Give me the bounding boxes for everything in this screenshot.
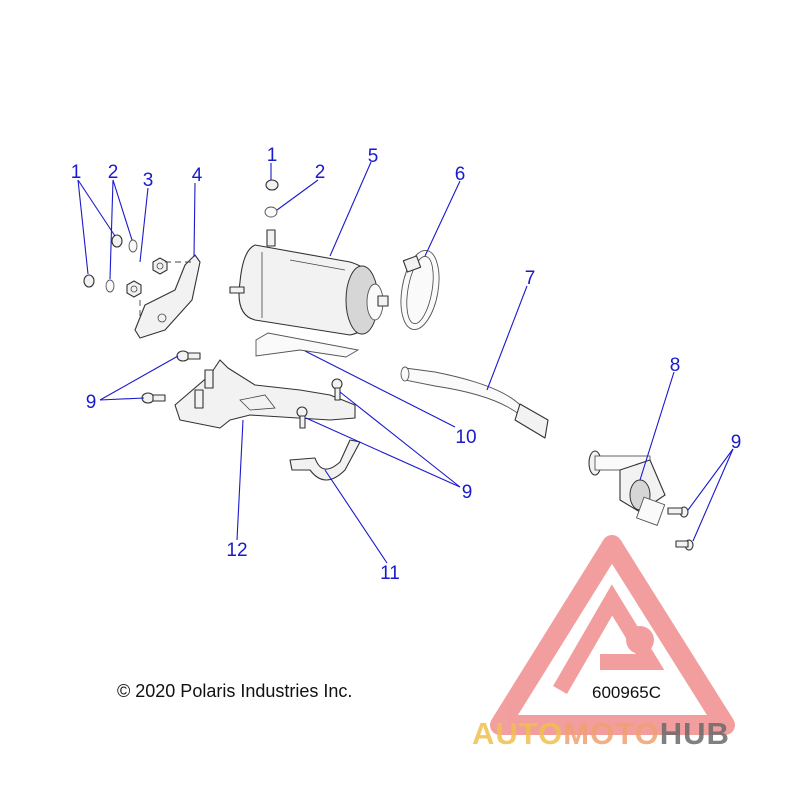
hose-clamp-part-6 (400, 250, 440, 330)
callout-4: 4 (192, 165, 203, 186)
bolt-part-9-right (667, 506, 694, 551)
starter-drive-part-8 (588, 450, 666, 526)
callout-1-left: 1 (71, 162, 82, 183)
leader-lines (77, 161, 734, 564)
bracket-part-4 (134, 254, 201, 339)
callout-labels: 1 2 3 4 1 2 5 6 7 8 9 9 9 10 11 12 (71, 145, 742, 584)
diagram-part-number: 600965C (592, 683, 662, 702)
washer-part-2-left (105, 239, 138, 293)
callout-12: 12 (226, 540, 247, 561)
callout-11: 11 (380, 563, 400, 584)
bolt-part-1-left (83, 234, 123, 288)
callout-3: 3 (143, 170, 154, 191)
mount-bracket-part-12 (174, 359, 356, 429)
watermark-wordmark: AUTOMOTOHUB (472, 716, 730, 752)
watermark-logo (490, 535, 735, 735)
callout-7: 7 (525, 268, 536, 289)
callout-1-motor: 1 (267, 145, 278, 166)
callout-10: 10 (455, 427, 476, 448)
nut-part-3 (126, 257, 168, 298)
bolt-part-9-center (296, 378, 343, 429)
boot-part-7 (400, 366, 549, 439)
callout-2-motor: 2 (315, 162, 326, 183)
copyright-text: © 2020 Polaris Industries Inc. (117, 681, 353, 701)
callout-8: 8 (670, 355, 681, 376)
pad-part-10 (255, 332, 360, 358)
callout-9-center: 9 (462, 482, 473, 503)
strap-bracket-part-11 (289, 439, 361, 481)
callout-9-right: 9 (731, 432, 742, 453)
callout-5: 5 (368, 146, 379, 167)
callout-9-left: 9 (86, 392, 97, 413)
callout-6: 6 (455, 164, 466, 185)
watermark-auto: AUTO (472, 716, 564, 751)
watermark-hub: HUB (659, 716, 730, 751)
watermark-moto: MOTO (563, 716, 660, 751)
callout-2-left: 2 (108, 162, 119, 183)
starter-motor-part-5 (229, 179, 389, 336)
